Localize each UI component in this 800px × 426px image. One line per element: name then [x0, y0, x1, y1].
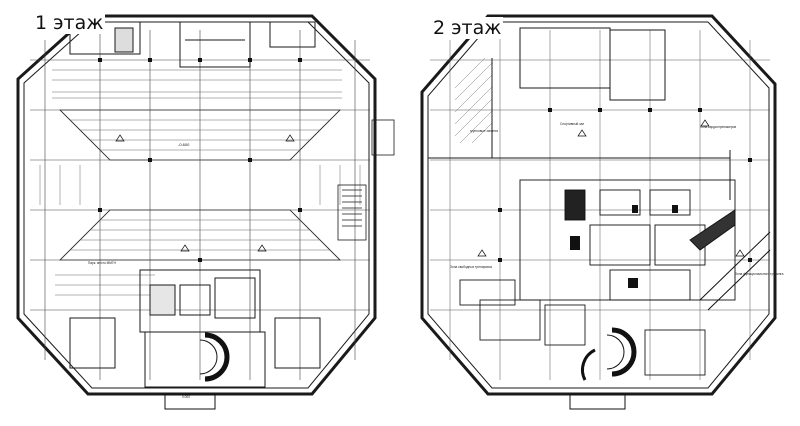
outer-wall	[420, 14, 777, 396]
lower-rooms	[459, 279, 706, 376]
columns	[498, 108, 752, 262]
outer-wall	[16, 14, 377, 396]
marker-triangles	[115, 134, 295, 252]
elev-center: -0.600	[178, 142, 190, 147]
right-stair	[337, 119, 395, 241]
bottom-core	[69, 269, 321, 388]
spiral-stair	[164, 332, 230, 410]
ramp-lines	[59, 109, 341, 261]
group-label: групповые занятия	[470, 129, 498, 133]
floor-2-title: 2 этаж	[431, 17, 504, 39]
floor-plan-1: -0.600 Парк. место ММГН 0.000 1 этаж	[0, 0, 400, 421]
gym-label: Зона кардиотренажеров	[700, 125, 736, 129]
central-block	[519, 179, 736, 301]
floor-plan-2-drawing: Спортивный зал Зона кардиотренажеров гру…	[420, 14, 784, 410]
area-label: Зона функционального тренинга	[735, 272, 784, 276]
inner-wall	[427, 21, 770, 389]
hatched-zone	[454, 57, 493, 144]
marker-triangles	[477, 119, 745, 257]
floor-plan-1-drawing: -0.600 Парк. место ММГН 0.000	[16, 14, 395, 410]
fixtures	[570, 205, 678, 288]
columns	[98, 58, 302, 262]
diagonal-corridor	[699, 231, 771, 311]
floor-1-title: 1 этаж	[33, 12, 106, 34]
spiral-stair	[569, 327, 637, 410]
inner-wall	[23, 21, 370, 389]
parking-mmgn-label: Парк. место ММГН	[88, 261, 117, 265]
hall-label: Спортивный зал	[560, 122, 584, 126]
column-grid	[30, 30, 370, 380]
hall-walls	[428, 27, 731, 200]
parking-stalls	[39, 69, 361, 296]
elev-bottom: 0.000	[182, 395, 190, 399]
floor-plan-2: Спортивный зал Зона кардиотренажеров гру…	[400, 0, 800, 421]
free-label: Зона свободных тренировок	[450, 265, 493, 269]
